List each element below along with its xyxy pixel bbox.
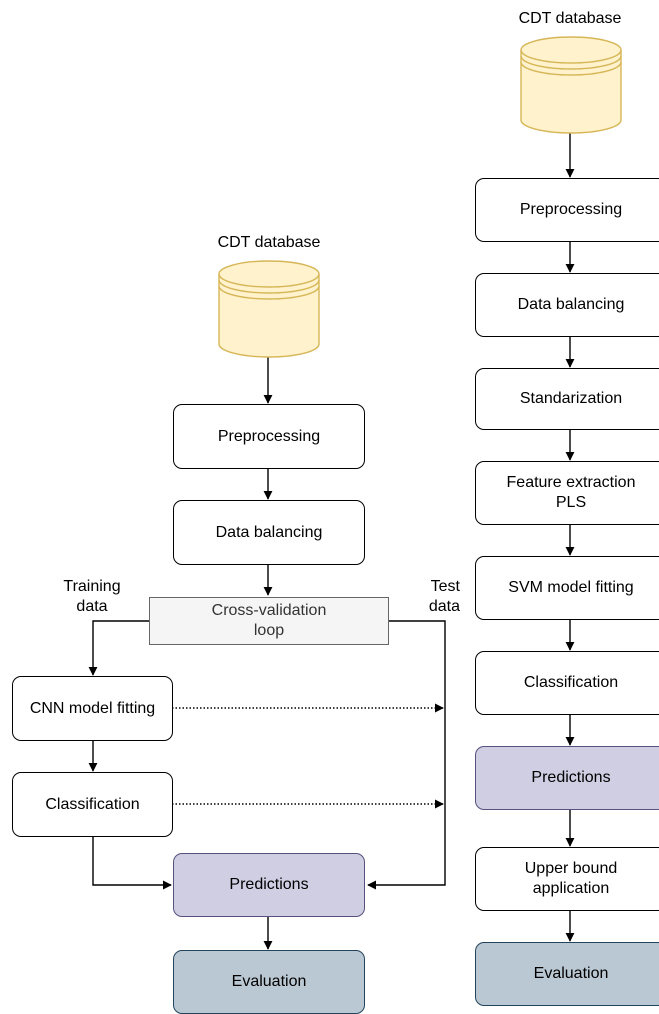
- left-classification-label: Classification: [45, 795, 140, 813]
- edge-classification-to-predictions: [92, 837, 172, 890]
- cnn-model-fitting-box: CNN model fitting: [12, 676, 173, 741]
- cnn-model-fitting-label: CNN model fitting: [29, 699, 156, 717]
- left-data-balancing-box: Data balancing: [173, 500, 365, 565]
- test-line-1: Test: [430, 578, 460, 595]
- database-icon: [520, 36, 622, 134]
- upper-line-2: application: [532, 880, 610, 897]
- svm-model-fitting-box: SVM model fitting: [475, 556, 659, 620]
- cv-line-1: Cross-validation: [211, 602, 327, 619]
- upper-line-1: Upper bound: [524, 860, 618, 877]
- svm-model-fitting-label: SVM model fitting: [508, 579, 634, 596]
- feature-line-2: PLS: [555, 494, 587, 511]
- left-evaluation-box: Evaluation: [173, 950, 365, 1014]
- left-predictions-box: Predictions: [173, 853, 365, 917]
- left-preprocessing-label: Preprocessing: [217, 427, 321, 445]
- left-evaluation-label: Evaluation: [231, 973, 307, 990]
- right-preprocessing-box: Preprocessing: [475, 178, 659, 242]
- training-line-2: data: [76, 598, 108, 615]
- standardization-label: Standarization: [519, 390, 623, 407]
- left-preprocessing-box: Preprocessing: [173, 404, 365, 469]
- right-evaluation-box: Evaluation: [475, 942, 659, 1006]
- left-data-balancing-label: Data balancing: [215, 523, 323, 541]
- right-classification-label: Classification: [523, 674, 619, 691]
- right-evaluation-label: Evaluation: [533, 965, 609, 982]
- test-line-2: data: [428, 598, 460, 615]
- database-icon: [218, 260, 320, 358]
- test-data-label: Test data: [400, 577, 460, 617]
- left-db-label: CDT database: [217, 234, 321, 251]
- feature-line-1: Feature extraction: [506, 474, 636, 491]
- cv-line-2: loop: [253, 622, 285, 639]
- standardization-box: Standarization: [475, 368, 659, 430]
- feature-extraction-box: Feature extraction PLS: [475, 461, 659, 525]
- left-predictions-label: Predictions: [229, 876, 309, 893]
- edge-loop-to-cnn: [88, 620, 149, 676]
- right-db-label: CDT database: [518, 10, 622, 27]
- cross-validation-loop-box: Cross-validation loop: [149, 597, 389, 645]
- training-line-1: Training: [63, 578, 121, 595]
- right-predictions-label: Predictions: [531, 769, 611, 786]
- right-data-balancing-box: Data balancing: [475, 273, 659, 337]
- left-classification-box: Classification: [12, 772, 173, 837]
- right-classification-box: Classification: [475, 651, 659, 715]
- right-preprocessing-label: Preprocessing: [519, 201, 623, 218]
- upper-bound-box: Upper bound application: [475, 847, 659, 911]
- edge-loop-to-predictions: [367, 620, 446, 890]
- right-data-balancing-label: Data balancing: [517, 296, 625, 313]
- training-data-label: Training data: [52, 577, 132, 617]
- right-predictions-box: Predictions: [475, 746, 659, 810]
